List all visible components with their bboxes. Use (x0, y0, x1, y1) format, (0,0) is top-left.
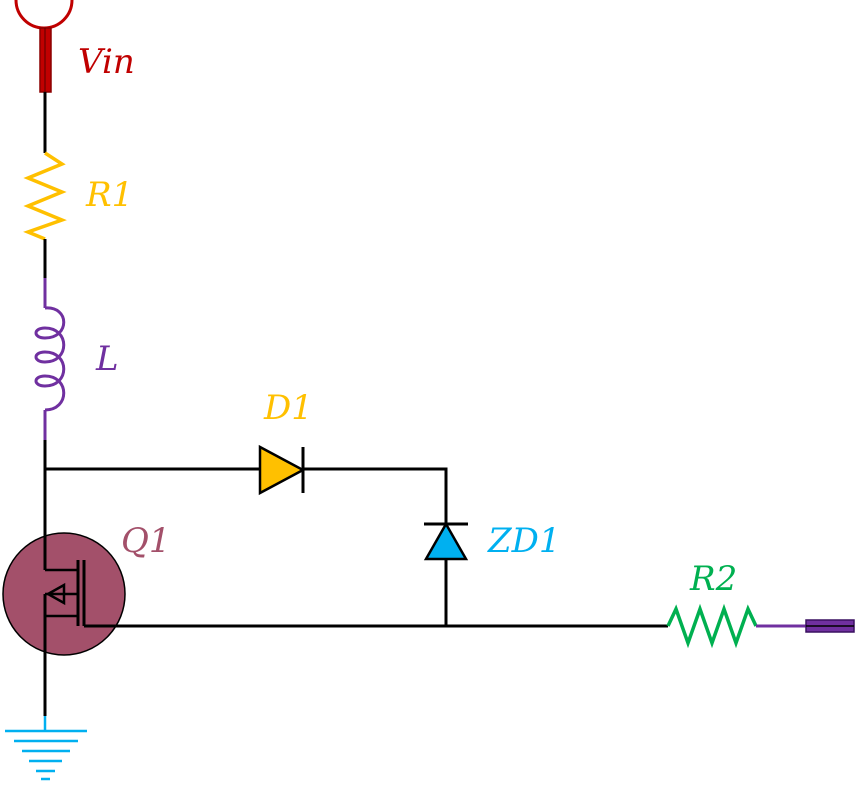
r1-label: R1 (85, 175, 133, 215)
r2-resistor (666, 603, 758, 649)
r2-label: R2 (689, 559, 737, 599)
l-inductor (34, 278, 66, 440)
r1-resistor (23, 151, 67, 241)
vin-terminal (14, 0, 74, 93)
vin-label: Vin (78, 42, 135, 82)
d1-label: D1 (263, 388, 313, 428)
d1-diode (258, 444, 306, 496)
l-label: L (95, 339, 119, 379)
wire-d1-zd1 (303, 467, 448, 524)
output-terminal (756, 619, 855, 633)
ground-symbol (5, 716, 87, 781)
zd1-label: ZD1 (487, 521, 561, 561)
q1-mosfet (2, 510, 138, 716)
zd1-zener-diode (423, 521, 469, 561)
q1-label: Q1 (121, 521, 171, 561)
